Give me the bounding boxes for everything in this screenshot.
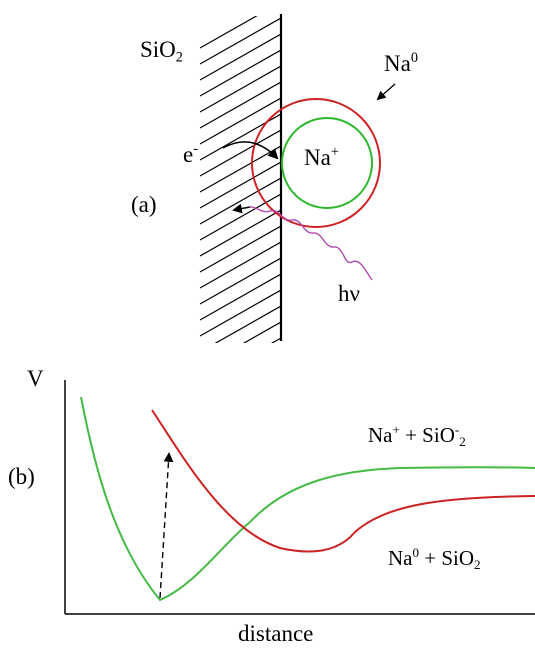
hatch-line [199,81,281,129]
hatch-line [199,193,281,241]
hatch-line [199,65,281,113]
hatch-line [199,129,281,177]
hatch-line [270,337,281,343]
x-axis-label: distance [238,621,314,646]
hatch-line [199,177,281,225]
hatch-line [199,17,281,65]
photon-wavy-line [249,206,373,281]
y-axis-label: V [27,366,44,391]
electron-label: e- [183,141,198,167]
hatch-line [199,273,281,321]
hatch-line [214,305,281,343]
hatch-line [200,354,281,400]
hatch-line [200,370,281,416]
ionic-potential-curve [80,396,535,602]
hatch-line [199,209,281,257]
silica-label: SiO2 [140,37,183,66]
hatch-line [199,49,281,97]
silica-surface-hatching [199,16,281,416]
hatch-line [199,225,281,273]
hatch-line [199,33,281,81]
sodium-atom-label: Na0 [384,50,418,76]
hatch-line [199,257,281,305]
photon-label: hν [338,281,360,306]
sodium-ion-label: Na+ [304,144,339,170]
neutral-curve-label: Na0 + SiO2 [388,544,481,572]
hatch-line [199,97,281,145]
panel-a-label: (a) [131,192,157,217]
electron-transfer-arrow [222,141,279,160]
panel-b-label: (b) [8,464,35,489]
hatch-line [199,16,258,49]
hatch-line [199,241,281,289]
photon-emission-arrow [232,203,251,214]
atom-label-pointer [376,83,396,101]
hatch-line [242,321,281,343]
excitation-arrow [159,452,174,599]
hatch-line [199,161,281,209]
hatch-line [199,289,281,337]
sodium-ion-orbit [281,117,373,209]
ionic-curve-label: Na+ + SiO-2 [368,421,466,449]
neutral-potential-curve [151,409,535,553]
sodium-atom-orbit [251,98,381,228]
